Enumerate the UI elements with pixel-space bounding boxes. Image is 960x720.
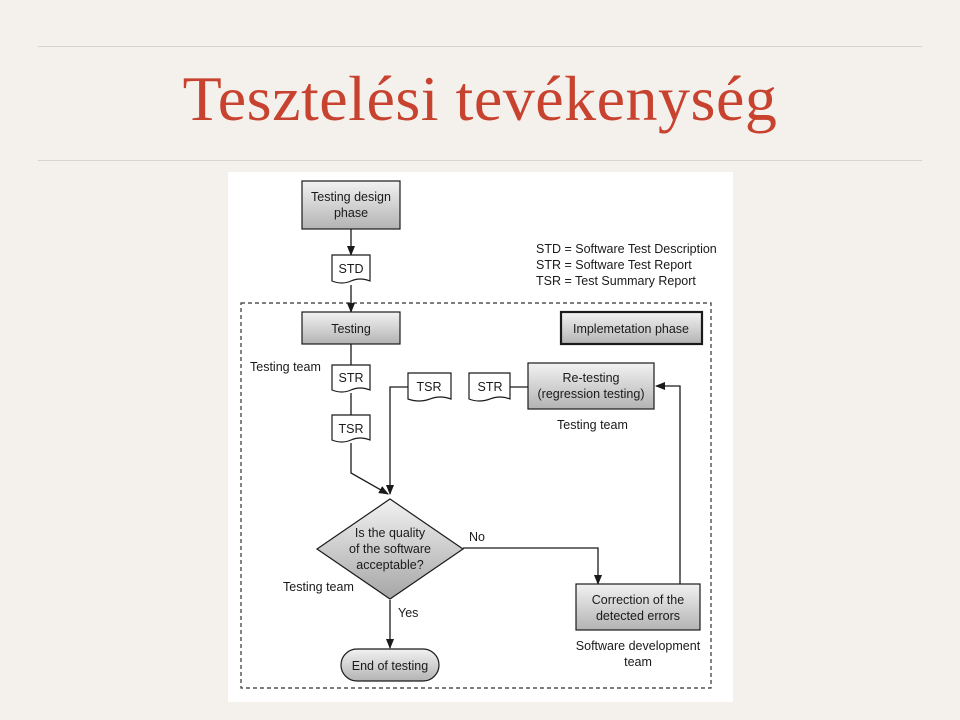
software-development-team-label-2: team [624, 655, 652, 669]
correction-label-2: detected errors [596, 609, 680, 623]
std-document-label: STD [339, 262, 364, 276]
end-of-testing-terminator: End of testing [340, 648, 440, 682]
implementation-phase-box: Implemetation phase [559, 310, 704, 346]
legend-tsr: TSR = Test Summary Report [536, 274, 696, 288]
tsr-document-2: TSR [407, 372, 452, 402]
re-testing-label-1: Re-testing [563, 371, 620, 385]
arrow-tsr-to-decision [350, 443, 389, 495]
top-rule [38, 46, 922, 47]
decision-label-3: acceptable? [356, 558, 423, 572]
std-document: STD [331, 254, 371, 284]
str-document-2-label: STR [478, 380, 503, 394]
implementation-phase-label: Implemetation phase [573, 322, 689, 336]
str-document-1-label: STR [339, 371, 364, 385]
testing-design-phase-box: Testing design phase [301, 180, 401, 230]
end-of-testing-label: End of testing [352, 659, 428, 673]
arrow-correction-to-retest [655, 382, 681, 584]
arrow-tsr2-to-decision [386, 386, 408, 495]
abbreviation-legend: STD = Software Test Description STR = So… [536, 242, 717, 288]
testing-team-label-1: Testing team [250, 360, 321, 374]
re-testing-label-2: (regression testing) [538, 387, 645, 401]
testing-team-label-3: Testing team [283, 580, 354, 594]
testing-design-phase-label-2: phase [334, 206, 368, 220]
legend-std: STD = Software Test Description [536, 242, 717, 256]
testing-box: Testing [301, 311, 401, 345]
software-development-team-label-1: Software development [576, 639, 701, 653]
arrow-no-to-correction [463, 547, 602, 585]
implementation-boundary [240, 302, 712, 689]
correction-box: Correction of the detected errors [575, 583, 701, 631]
tsr-document-1-label: TSR [339, 422, 364, 436]
testing-design-phase-label-1: Testing design [311, 190, 391, 204]
str-document-2: STR [468, 372, 511, 402]
testing-team-label-2: Testing team [557, 418, 628, 432]
yes-label: Yes [398, 606, 418, 620]
correction-label-1: Correction of the [592, 593, 684, 607]
quality-decision-diamond: Is the quality of the software acceptabl… [315, 498, 465, 600]
connectors [347, 229, 681, 649]
tsr-document-2-label: TSR [417, 380, 442, 394]
decision-label-2: of the software [349, 542, 431, 556]
testing-box-label: Testing [331, 322, 371, 336]
str-document-1: STR [331, 364, 371, 393]
decision-label-1: Is the quality [355, 526, 426, 540]
tsr-document-1: TSR [331, 414, 371, 443]
flowchart-svg: Testing design phase STD STD = Software … [240, 180, 717, 689]
flowchart-figure: Testing design phase STD STD = Software … [228, 172, 733, 702]
bottom-rule [38, 160, 922, 161]
legend-str: STR = Software Test Report [536, 258, 692, 272]
re-testing-box: Re-testing (regression testing) [527, 362, 655, 410]
no-label: No [469, 530, 485, 544]
slide-title: Tesztelési tevékenység [182, 63, 778, 134]
